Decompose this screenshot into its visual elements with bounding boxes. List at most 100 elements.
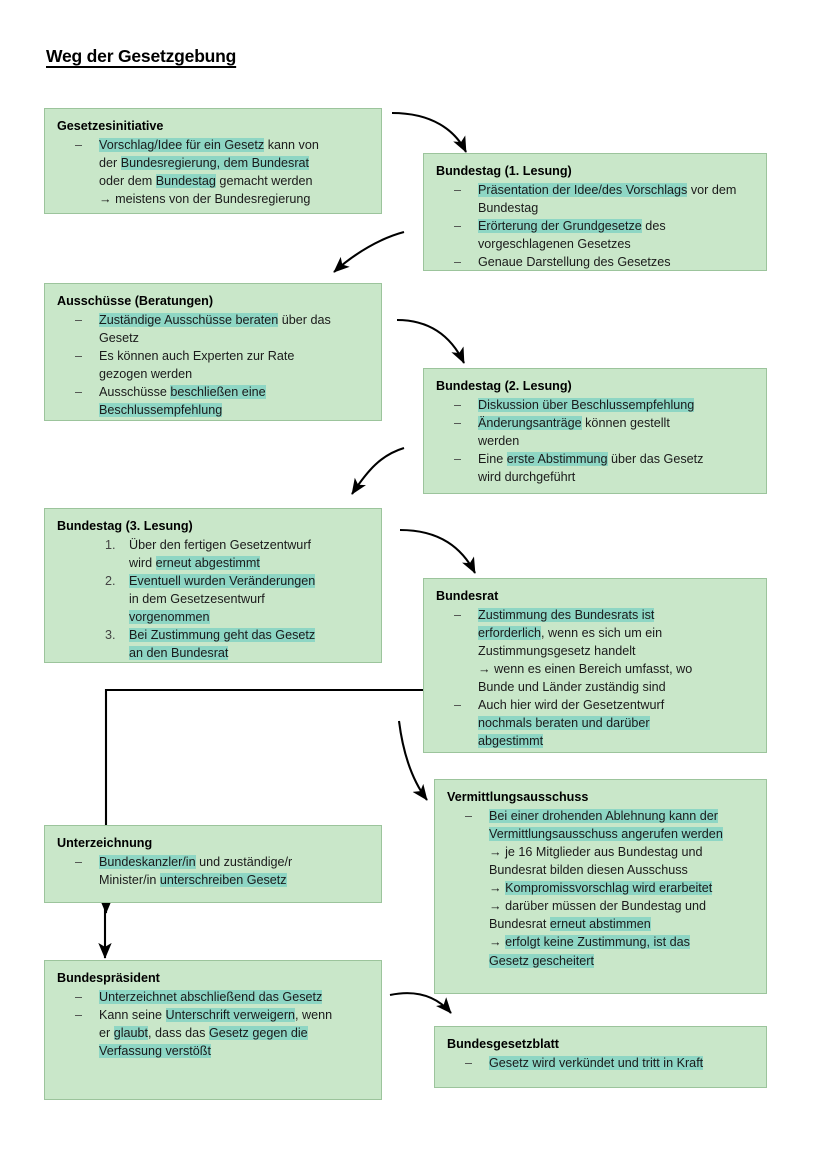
page-title: Weg der Gesetzgebung [46, 46, 237, 66]
list-item: – Erörterung der Grundgesetze des vorges… [436, 217, 754, 253]
box-title: Bundespräsident [57, 971, 160, 985]
item-line: Gesetz wird verkündet und tritt in Kraft [489, 1054, 754, 1072]
list-number: 3. [105, 628, 116, 643]
plain: , wenn [295, 1007, 333, 1022]
box-title: Bundestag (2. Lesung) [436, 379, 572, 393]
box-title: Vermittlungsausschuss [447, 790, 589, 804]
item-line: Auch hier wird der Gesetzentwurf [478, 698, 665, 713]
plain: können gestellt [581, 415, 670, 430]
bullet-dash: – [454, 698, 462, 713]
bullet-dash: – [454, 182, 462, 197]
list-item: – Diskussion über Beschlussempfehlung [436, 396, 754, 414]
box-unterzeichnung[interactable]: Unterzeichnung – Bundeskanzler/in und zu… [44, 825, 382, 903]
item-line: Präsentation der Idee/des Vorschlags vor… [478, 181, 754, 199]
list-item: – Ausschüsse beschließen eine Beschlusse… [57, 383, 369, 419]
plain: über das Gesetz [607, 451, 704, 466]
item-line: wird erneut abgestimmt [129, 554, 369, 572]
box-title: Bundesrat [436, 589, 499, 603]
item-line: Ausschüsse beschließen eine [99, 383, 369, 401]
highlight: Kompromissvorschlag wird erarbeitet [505, 881, 713, 896]
highlight: erfolgt keine Zustimmung, ist das [505, 935, 690, 950]
item-line: Bundesrat bilden diesen Ausschuss [489, 862, 688, 877]
item-line: er glaubt, dass das Gesetz gegen die [99, 1024, 369, 1042]
item-line: Eventuell wurden Veränderungen [129, 572, 369, 590]
item-line: Eine erste Abstimmung über das Gesetz [478, 450, 754, 468]
highlight: unterschreiben Gesetz [159, 872, 287, 887]
item-line: → wenn es einen Bereich umfasst, wo [478, 661, 693, 676]
arrow-lesung3-to-bundesrat [399, 528, 476, 574]
bullet-dash: – [75, 1007, 83, 1022]
box-item-list: 1. Über den fertigen Gesetzentwurf wird … [57, 536, 369, 663]
box-bundestag-2-lesung[interactable]: Bundestag (2. Lesung) – Diskussion über … [423, 368, 767, 494]
plain: Eine [478, 451, 507, 466]
list-item: – Präsentation der Idee/des Vorschlags v… [436, 181, 754, 217]
box-item-list: – Bundeskanzler/in und zuständige/r Mini… [57, 853, 369, 889]
item-line: → meistens von der Bundesregierung [99, 191, 311, 206]
item-line: Vorschlag/Idee für ein Gesetz kann von [99, 136, 369, 154]
item-line: Gesetz gescheitert [489, 952, 754, 970]
highlight: glaubt [113, 1025, 149, 1040]
box-bundestag-1-lesung[interactable]: Bundestag (1. Lesung) – Präsentation der… [423, 153, 767, 271]
box-title: Gesetzesinitiative [57, 119, 164, 133]
plain: , dass das [148, 1025, 209, 1040]
box-title: Ausschüsse (Beratungen) [57, 294, 214, 308]
item-line: vorgenommen [129, 608, 369, 626]
item-line: der Bundesregierung, dem Bundesrat [99, 154, 369, 172]
box-bundespraesident[interactable]: Bundespräsident – Unterzeichnet abschlie… [44, 960, 382, 1100]
box-gesetzesinitiative[interactable]: Gesetzesinitiative – Vorschlag/Idee für … [44, 108, 382, 214]
highlight: Bei Zustimmung geht das Gesetz [129, 628, 316, 643]
plain: Kann seine [99, 1007, 166, 1022]
arrow-lesung2-to-lesung3 [351, 446, 405, 495]
highlight: Vorschlag/Idee für ein Gesetz [99, 137, 265, 152]
highlight: Beschlussempfehlung [99, 403, 223, 418]
highlight: Zuständige Ausschüsse beraten [99, 312, 279, 327]
highlight: erforderlich [478, 625, 541, 640]
bullet-dash: – [75, 348, 83, 363]
highlight: vorgenommen [129, 610, 210, 625]
item-line: erforderlich, wenn es sich um ein [478, 624, 754, 642]
highlight: Erörterung der Grundgesetze [478, 218, 642, 233]
list-item: – Änderungsanträge können gestellt werde… [436, 414, 754, 450]
highlight: Zustimmung des Bundesrats ist [478, 607, 655, 622]
highlight: erste Abstimmung [506, 451, 608, 466]
box-item-list: – Unterzeichnet abschließend das Gesetz … [57, 988, 369, 1061]
plain: kann von [264, 137, 319, 152]
plain: und zuständige/r [195, 854, 293, 869]
arrow-lesung1-to-ausschuesse [333, 230, 405, 273]
box-item-list: – Bei einer drohenden Ablehnung kann der… [447, 807, 754, 970]
box-title: Unterzeichnung [57, 836, 153, 850]
item-line: Diskussion über Beschlussempfehlung [478, 396, 754, 414]
bullet-dash: – [454, 415, 462, 430]
box-bundesgesetzblatt[interactable]: Bundesgesetzblatt – Gesetz wird verkünde… [434, 1026, 767, 1088]
bullet-dash: – [454, 607, 462, 622]
item-line: Genaue Darstellung des Gesetzes [478, 255, 671, 270]
box-item-list: – Gesetz wird verkündet und tritt in Kra… [447, 1054, 754, 1072]
bullet-dash: – [454, 218, 462, 233]
bullet-dash: – [75, 385, 83, 400]
item-line: Bei einer drohenden Ablehnung kann der [489, 807, 754, 825]
plain: vor dem [687, 182, 737, 197]
item-line: nochmals beraten und darüber [478, 714, 754, 732]
box-bundestag-3-lesung[interactable]: Bundestag (3. Lesung) 1. Über den fertig… [44, 508, 382, 663]
box-ausschuesse[interactable]: Ausschüsse (Beratungen) – Zuständige Aus… [44, 283, 382, 421]
box-item-list: – Zustimmung des Bundesrats ist erforder… [436, 606, 754, 751]
box-item-list: – Präsentation der Idee/des Vorschlags v… [436, 181, 754, 272]
bullet-dash: – [465, 1055, 473, 1070]
box-item-list: – Zuständige Ausschüsse beraten über das… [57, 311, 369, 420]
box-item-list: – Diskussion über Beschlussempfehlung – … [436, 396, 754, 487]
elbow-connector [104, 688, 474, 700]
list-item: 1. Über den fertigen Gesetzentwurf wird … [57, 536, 369, 572]
box-vermittlungsausschuss[interactable]: Vermittlungsausschuss – Bei einer drohen… [434, 779, 767, 994]
item-line: → erfolgt keine Zustimmung, ist das [489, 933, 754, 951]
highlight: Verfassung verstößt [99, 1043, 211, 1058]
item-line: Vermittlungsausschuss angerufen werden [489, 825, 754, 843]
plain: gemacht werden [215, 173, 313, 188]
item-line: Bundesrat erneut abstimmen [489, 915, 754, 933]
box-bundesrat[interactable]: Bundesrat – Zustimmung des Bundesrats is… [423, 578, 767, 753]
list-number: 1. [105, 537, 116, 552]
bullet-dash: – [75, 989, 83, 1004]
arrow-ausschuesse-to-lesung2 [396, 318, 465, 364]
box-title: Bundestag (3. Lesung) [57, 519, 193, 533]
item-line: abgestimmt [478, 732, 754, 750]
